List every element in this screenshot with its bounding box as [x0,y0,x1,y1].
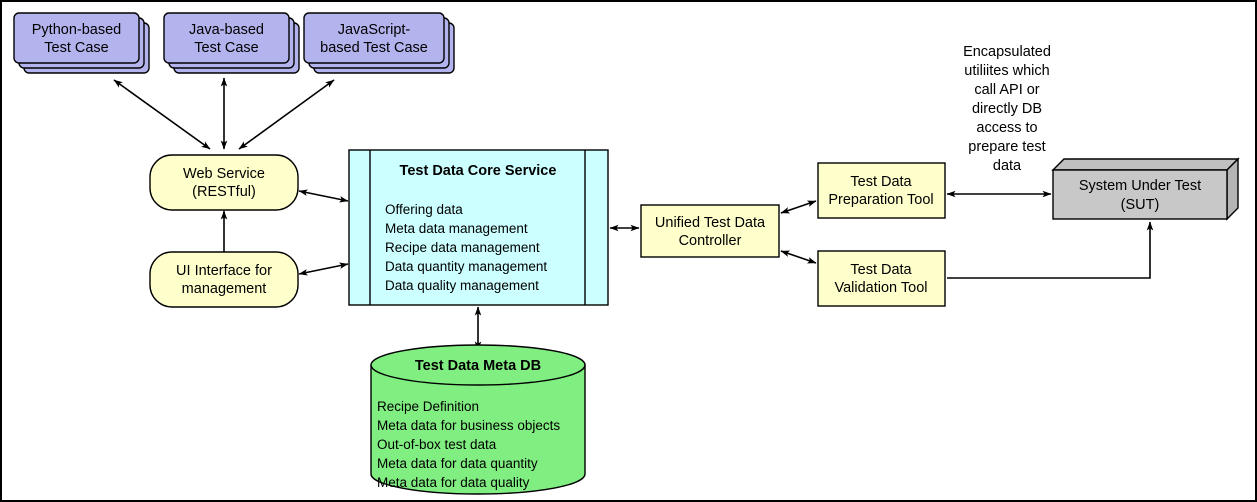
test-data-preparation-tool-node[interactable]: Test Data Preparation Tool [817,162,946,219]
annotation-line-5: access to [976,120,1037,136]
database-item-1: Recipe Definition [377,399,479,414]
annotation-line-6: prepare test [968,139,1045,155]
validation-tool-line-1: Test Data [850,262,912,278]
test-case-stack-python[interactable]: Python-based Test Case [13,12,150,74]
core-service-feature-3: Recipe data management [385,240,540,255]
arrow-javascript-to-web-service [238,79,335,150]
encapsulated-utilities-note: Encapsulated utiliites which call API or… [963,44,1051,174]
ui-interface-node[interactable]: UI Interface for management [149,251,299,308]
test-case-stack-java[interactable]: Java-based Test Case [163,12,300,74]
core-service-feature-2: Meta data management [385,221,528,236]
ui-interface-line-2: management [182,281,267,297]
web-service-line-1: Web Service [183,166,265,182]
preparation-tool-line-2: Preparation Tool [828,192,933,208]
annotation-line-7: data [993,158,1022,174]
annotation-line-1: Encapsulated [963,44,1051,60]
database-item-3: Out-of-box test data [377,437,497,452]
database-item-5: Meta data for data quality [377,475,530,490]
java-test-case-line-1: Java-based [189,22,264,38]
sut-front-face [1052,169,1228,220]
system-under-test-node[interactable]: System Under Test (SUT) [1051,157,1240,221]
test-data-core-service-node[interactable]: Test Data Core Service Offering data Met… [348,149,609,306]
javascript-test-case-line-2: based Test Case [320,40,428,56]
core-service-feature-1: Offering data [385,202,463,217]
arrow-validation-tool-to-sut [947,221,1154,279]
arrow-controller-to-validation-tool [780,250,817,264]
web-service-node[interactable]: Web Service (RESTful) [149,154,299,211]
test-data-meta-db-node[interactable]: Test Data Meta DB Recipe Definition Meta… [370,344,586,495]
controller-line-1: Unified Test Data [655,215,766,231]
annotation-line-3: call API or [974,82,1039,98]
core-service-feature-4: Data quantity management [385,259,547,274]
arrow-web-service-to-core-service [298,189,349,203]
java-test-case-line-2: Test Case [194,40,258,56]
sut-top-face [1051,158,1240,171]
test-data-validation-tool-node[interactable]: Test Data Validation Tool [817,250,946,307]
ui-interface-line-1: UI Interface for [176,263,272,279]
core-service-feature-5: Data quality management [385,278,539,293]
sut-side-face [1226,157,1239,221]
arrow-controller-to-preparation-tool [780,200,817,214]
controller-line-2: Controller [679,233,742,249]
javascript-test-case-line-1: JavaScript- [338,22,411,38]
python-test-case-line-1: Python-based [32,22,121,38]
preparation-tool-line-1: Test Data [850,174,912,190]
unified-test-data-controller-node[interactable]: Unified Test Data Controller [640,204,780,258]
validation-tool-line-2: Validation Tool [835,280,928,296]
database-item-2: Meta data for business objects [377,418,560,433]
arrow-ui-interface-to-core-service [298,262,349,276]
sut-line-2: (SUT) [1121,197,1160,213]
python-test-case-line-2: Test Case [44,40,108,56]
arrow-python-to-web-service [113,79,211,150]
sut-line-1: System Under Test [1079,178,1201,194]
core-service-title: Test Data Core Service [400,163,557,179]
database-item-4: Meta data for data quantity [377,456,538,471]
web-service-line-2: (RESTful) [192,184,256,200]
annotation-line-4: directly DB [972,101,1042,117]
database-title: Test Data Meta DB [415,358,541,374]
annotation-line-2: utiliites which [964,63,1049,79]
test-case-stack-javascript[interactable]: JavaScript- based Test Case [303,12,455,74]
